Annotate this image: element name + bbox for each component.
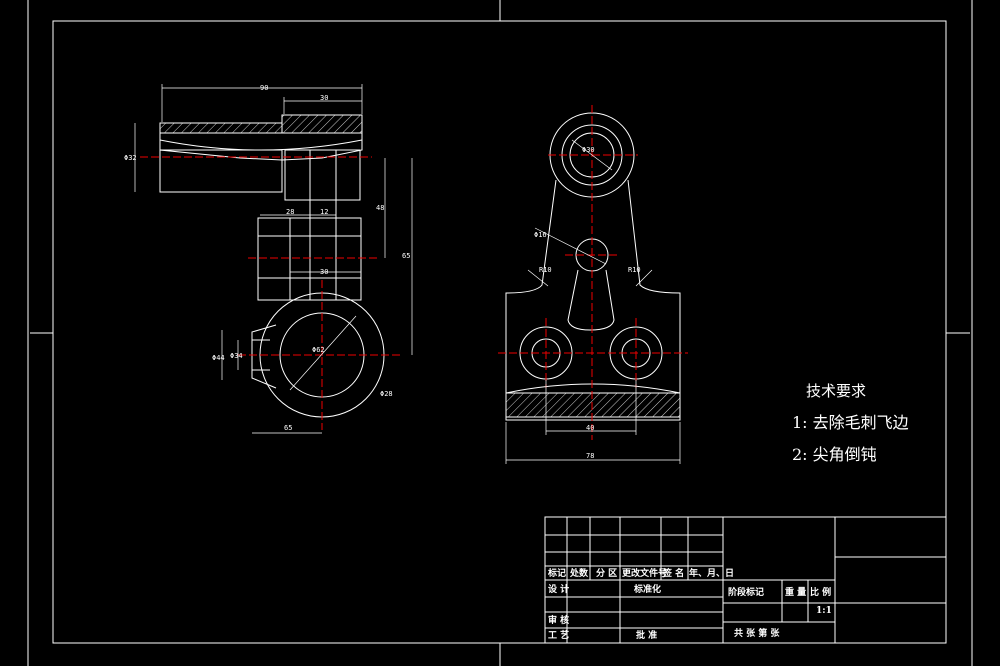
- dim-bore-left-inner: Φ34: [230, 352, 243, 360]
- dim-bore-left-outer: Φ44: [212, 354, 225, 362]
- tb-scale-value: 1:1: [816, 606, 832, 616]
- dim-mid-hole: Φ16: [534, 231, 547, 239]
- dim-right-outer: 65: [402, 252, 410, 260]
- tb-process: 工 艺: [548, 629, 569, 641]
- tb-standardize: 标准化: [633, 583, 661, 595]
- sheet-frame: [27, 0, 973, 666]
- tb-review: 审 核: [548, 614, 569, 626]
- tb-mark-2: 分 区: [596, 567, 617, 579]
- tb-mark-5: 年、月、日: [689, 567, 734, 579]
- dim-step-c: 30: [320, 268, 328, 276]
- dim-top-hole: Φ30: [582, 146, 595, 154]
- dim-top-sub: 30: [320, 94, 328, 102]
- dim-bore-dia: Φ62: [312, 346, 325, 354]
- dim-fillet-right: R10: [628, 266, 641, 274]
- tb-mark-0: 标记: [547, 567, 566, 579]
- tb-weight: 重 量: [785, 586, 806, 598]
- tb-mark-3: 更改文件号: [622, 567, 667, 579]
- tb-mark-1: 处数: [569, 567, 589, 579]
- dim-hole-spacing: 40: [586, 424, 594, 432]
- dim-step-b: 12: [320, 208, 328, 216]
- tb-design: 设 计: [548, 583, 569, 595]
- tech-requirements: 技术要求 1: 去除毛刺飞边 2: 尖角倒钝: [792, 382, 909, 464]
- title-block: 标记 处数 分 区 更改文件号 签 名 年、月、日 设 计 标准化 阶段标记 重…: [544, 516, 947, 644]
- dim-right-inner: 48: [376, 204, 384, 212]
- tb-scale-label: 比 例: [810, 586, 831, 598]
- dim-left-height: Φ32: [124, 154, 137, 162]
- tech-req-item-2: 2: 尖角倒钝: [792, 445, 877, 464]
- front-view: 90 30 Φ32 28 12 30 48 65 65 Φ44 Φ34 Φ62 …: [124, 84, 413, 434]
- side-view: Φ30 Φ16 R10 R10 40 78: [498, 105, 688, 464]
- dim-overall-top: 90: [260, 84, 268, 92]
- tb-sheets: 共 张 第 张: [734, 627, 780, 639]
- dim-overall-width: 78: [586, 452, 594, 460]
- dim-step-a: 28: [286, 208, 294, 216]
- tb-mark-4: 签 名: [662, 567, 684, 579]
- dim-bore-radius: Φ28: [380, 390, 393, 398]
- tb-stage-mark: 阶段标记: [728, 586, 764, 598]
- dim-bottom-width: 65: [284, 424, 292, 432]
- tb-approve: 批 准: [636, 629, 657, 641]
- tech-req-item-1: 1: 去除毛刺飞边: [792, 413, 909, 432]
- tech-req-title: 技术要求: [806, 382, 866, 400]
- dim-fillet-left: R10: [539, 266, 552, 274]
